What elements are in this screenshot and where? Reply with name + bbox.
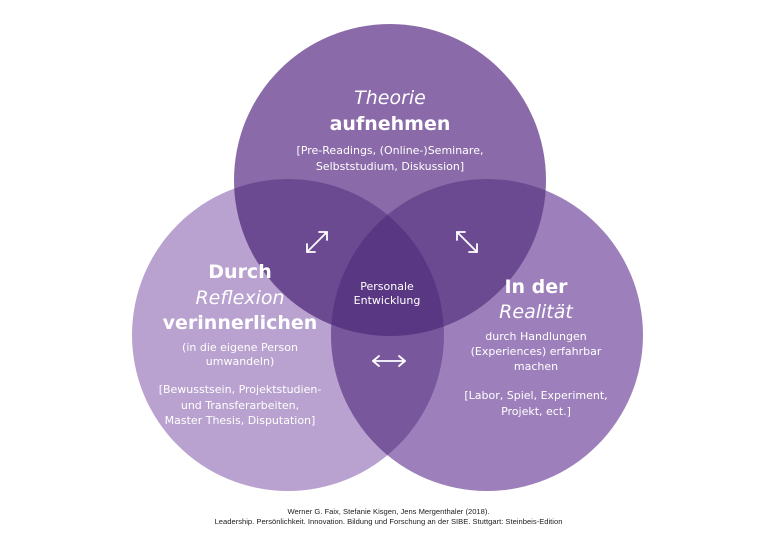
top-title-line2: aufnehmen xyxy=(329,113,451,135)
right-sub-line2: (Experiences) erfahrbar xyxy=(470,345,602,358)
top-detail-line1: [Pre-Readings, (Online-)Seminare, xyxy=(296,144,484,157)
left-detail-line3: Master Thesis, Disputation] xyxy=(164,414,316,427)
left-sub-line2: umwandeln) xyxy=(205,355,275,368)
center-line2: Entwicklung xyxy=(353,294,421,307)
right-title-line2: Realität xyxy=(499,301,573,323)
center-line1: Personale xyxy=(360,280,414,293)
right-detail-line1: [Labor, Spiel, Experiment, xyxy=(464,389,608,402)
left-detail-line1: [Bewusstsein, Projektstudien- xyxy=(158,383,322,396)
right-sub-line1: durch Handlungen xyxy=(485,330,587,343)
top-title-line1: Theorie xyxy=(354,87,426,109)
top-detail-line2: Selbststudium, Diskussion] xyxy=(315,160,465,173)
right-sub-line3: machen xyxy=(513,360,559,373)
left-title-line3: verinnerlichen xyxy=(162,312,318,334)
center-overlap xyxy=(331,179,444,336)
left-sub-line1: (in die eigene Person xyxy=(182,341,298,354)
citation-line1: Werner G. Faix, Stefanie Kisgen, Jens Me… xyxy=(287,507,490,516)
top-left-arrow-icon xyxy=(306,231,328,253)
citation-line2: Leadership. Persönlichkeit. Innovation. … xyxy=(214,517,563,526)
top-right-arrow-icon xyxy=(456,231,478,253)
bottom-arrow-icon xyxy=(372,355,406,367)
left-title-line1: Durch xyxy=(208,261,272,283)
left-title-line2: Reflexion xyxy=(195,287,285,309)
right-detail-line2: Projekt, ect.] xyxy=(501,405,571,418)
right-title-line1: In der xyxy=(504,276,568,298)
left-detail-line2: und Transferarbeiten, xyxy=(180,399,300,412)
